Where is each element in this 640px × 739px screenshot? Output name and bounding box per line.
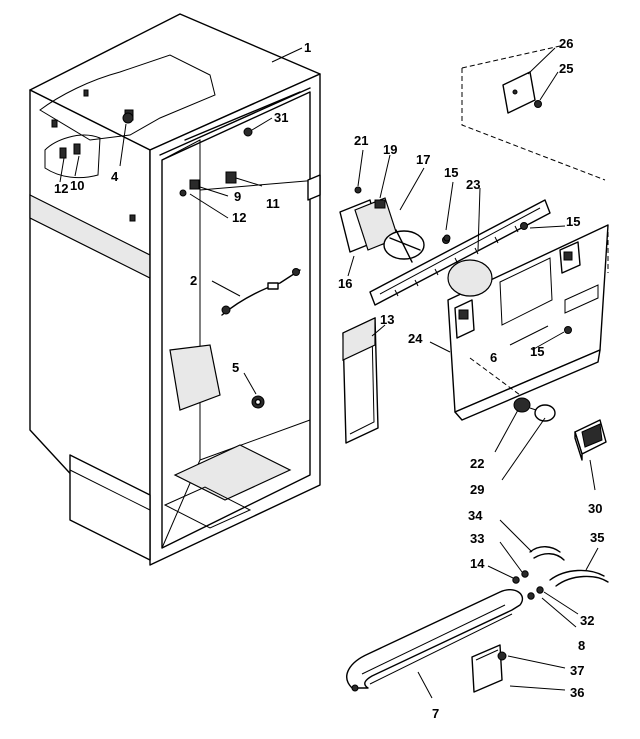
callout-23: 23 [466,177,480,192]
callout-10: 10 [70,178,84,193]
callout-17: 17 [416,152,430,167]
callout-8: 8 [578,638,585,653]
callout-36: 36 [570,685,584,700]
air-duct-part-13 [342,317,379,444]
control-panel-part-24 [443,222,609,421]
callout-15a: 15 [444,165,458,180]
callout-12b: 12 [232,210,246,225]
callout-31: 31 [274,110,288,125]
callout-22: 22 [470,456,484,471]
callout-9: 9 [234,189,241,204]
callout-33: 33 [470,531,484,546]
callout-26: 26 [559,36,573,51]
heater-fittings [471,546,609,693]
callout-5: 5 [232,360,239,375]
callout-1: 1 [304,40,311,55]
cabinet-small-parts [122,112,301,409]
callout-2: 2 [190,273,197,288]
callout-6: 6 [490,350,497,365]
callout-15b: 15 [566,214,580,229]
callout-13: 13 [380,312,394,327]
callout-14: 14 [470,556,485,571]
callout-24: 24 [408,331,423,346]
part-26-bracket [502,71,542,114]
light-socket-and-bulb [513,397,556,422]
callout-29: 29 [470,482,484,497]
callout-35: 35 [590,530,604,545]
defrost-heater-part-7 [346,588,524,692]
callout-37: 37 [570,663,584,678]
callout-32: 32 [580,613,594,628]
reference-dashed-lines [461,45,609,396]
callout-4: 4 [111,169,119,184]
callout-16: 16 [338,276,352,291]
leader-lines [59,47,599,699]
bracket-part-23 [369,199,551,306]
part-30-switch-block [574,419,607,461]
callout-19: 19 [383,142,397,157]
callout-21: 21 [354,133,368,148]
callout-15c: 15 [530,344,544,359]
callout-25: 25 [559,61,573,76]
cabinet-assembly [29,13,321,566]
callout-11: 11 [266,196,280,211]
callout-30: 30 [588,501,602,516]
fan-motor-assembly [339,186,425,263]
callout-34: 34 [468,508,483,523]
callout-12a: 12 [54,181,68,196]
callout-7: 7 [432,706,439,721]
callout-labels: 1 2 4 5 6 7 8 9 10 11 12 12 13 14 15 15 … [54,36,604,721]
